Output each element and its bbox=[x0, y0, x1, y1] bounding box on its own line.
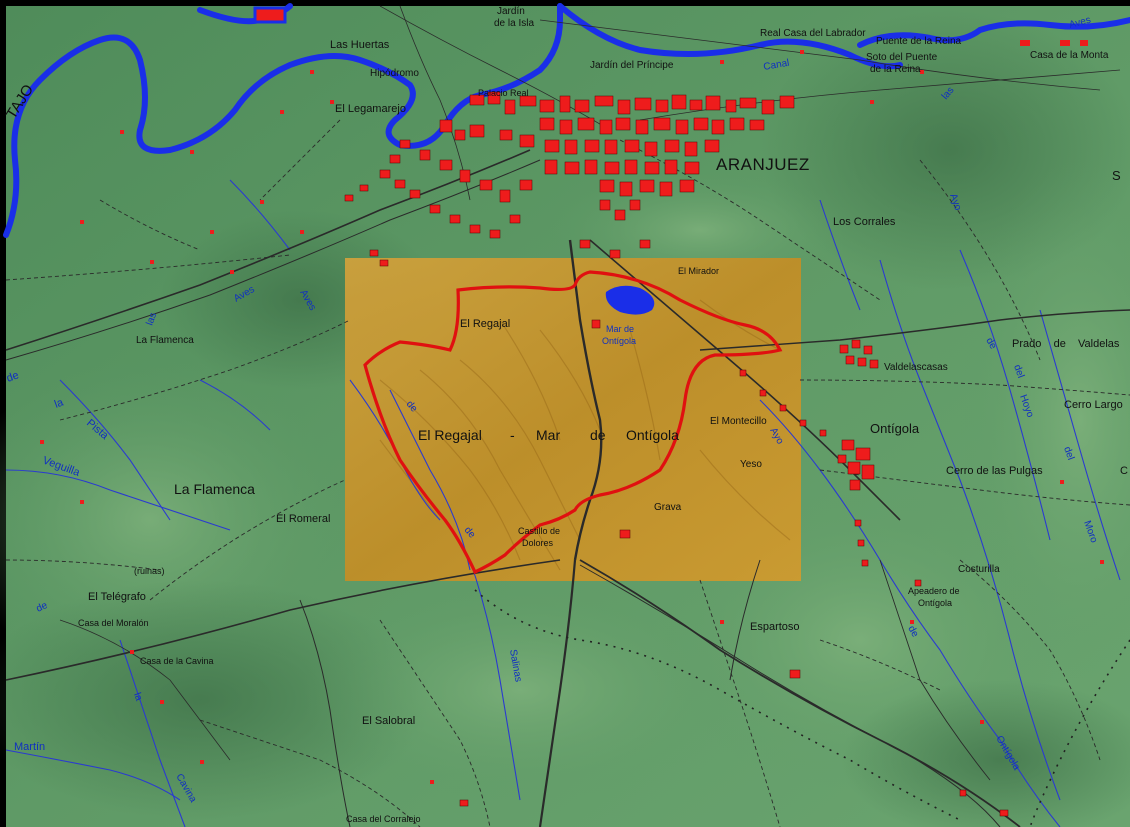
label-jardin-principe: Jardín del Príncipe bbox=[590, 60, 674, 71]
label-grava: Grava bbox=[654, 502, 682, 513]
label-castillo-1: Castillo de bbox=[518, 526, 560, 536]
label-jardin-isla-2: de la Isla bbox=[494, 18, 534, 29]
tajo-island-marker bbox=[253, 6, 287, 24]
label-de-pista: de bbox=[5, 369, 21, 384]
label-jardin-isla-1: Jardín bbox=[497, 6, 525, 17]
dashed-paths bbox=[5, 119, 1130, 827]
aranjuez-urban bbox=[344, 91, 795, 267]
label-del-moro: del bbox=[1061, 445, 1076, 461]
label-casa-corralejo: Casa del Corralejo bbox=[346, 814, 421, 824]
label-ontigola: Ontígola bbox=[870, 421, 920, 436]
label-cerro-pulgas: Cerro de las Pulgas bbox=[946, 465, 1043, 477]
top-frame bbox=[0, 0, 1130, 6]
label-prado-valdelas: Prado de Valdelas bbox=[1012, 338, 1120, 350]
hillshade bbox=[0, 10, 1130, 827]
label-area-title-4: Ontígola bbox=[626, 427, 679, 443]
label-el-telegrafo: El Telégrafo bbox=[88, 591, 146, 603]
label-la-flamenca-small: La Flamenca bbox=[136, 335, 194, 346]
label-de-cavina: de bbox=[35, 600, 50, 615]
mar-de-ontigola-lake bbox=[605, 285, 655, 315]
map-labels: TAJO Las Huertas Jardín de la Isla Jardí… bbox=[3, 6, 1128, 824]
scattered-buildings bbox=[40, 40, 1104, 784]
label-puente-reina: Puente de la Reina bbox=[876, 36, 962, 47]
label-soto-puente-2: de la Reina bbox=[870, 64, 921, 75]
label-martin: Martín bbox=[14, 741, 45, 753]
label-area-title-dash: - bbox=[510, 427, 515, 443]
label-legamarejo: El Legamarejo bbox=[335, 103, 406, 115]
label-yeso: Yeso bbox=[740, 459, 762, 470]
label-el-regajal: El Regajal bbox=[460, 318, 510, 330]
label-del-hoyo: del bbox=[1011, 363, 1026, 379]
roads bbox=[5, 5, 1130, 827]
label-ruinas: (ruinas) bbox=[134, 566, 165, 576]
label-apeadero-2: Ontígola bbox=[918, 598, 952, 608]
label-canal: Canal bbox=[763, 58, 791, 73]
ontigola-urban bbox=[459, 319, 1009, 817]
label-hipodromo: Hipódromo bbox=[370, 68, 419, 79]
label-la-flamenca-big: La Flamenca bbox=[174, 481, 255, 497]
label-casa-moraleon: Casa del Moralón bbox=[78, 618, 149, 628]
label-la-stream: la bbox=[131, 691, 144, 702]
label-mar-ontigola: Ontígola bbox=[602, 336, 636, 346]
label-costurilla: Costurilla bbox=[958, 564, 1000, 575]
label-castillo-2: Dolores bbox=[522, 538, 554, 548]
label-las-huertas: Las Huertas bbox=[330, 39, 390, 51]
label-real-casa: Real Casa del Labrador bbox=[760, 28, 866, 39]
label-casa-cavina: Casa de la Cavina bbox=[140, 656, 214, 666]
label-el-montecillo: El Montecillo bbox=[710, 416, 767, 427]
railway-line bbox=[474, 589, 961, 821]
label-area-title-2: Mar bbox=[536, 427, 560, 443]
label-el-romeral: El Romeral bbox=[276, 513, 330, 525]
label-cerro-largo: Cerro Largo bbox=[1064, 399, 1123, 411]
label-los-corrales: Los Corrales bbox=[833, 216, 896, 228]
label-mar-de: Mar de bbox=[606, 324, 634, 334]
label-arroyo-de: de bbox=[983, 336, 998, 352]
label-espartoso: Espartoso bbox=[750, 621, 800, 633]
label-apeadero-1: Apeadero de bbox=[908, 586, 960, 596]
study-area-boundary bbox=[363, 270, 783, 575]
label-s-edge: S bbox=[1112, 168, 1121, 183]
label-las-pista: las bbox=[144, 311, 159, 327]
label-soto-puente-1: Soto del Puente bbox=[866, 52, 938, 63]
label-c-edge: C bbox=[1120, 465, 1128, 477]
study-area-highlight bbox=[345, 258, 801, 581]
label-palacio-real: Palacio Real bbox=[478, 88, 529, 98]
label-casa-monta: Casa de la Monta bbox=[1030, 50, 1109, 61]
label-valdelascasas: Valdelascasas bbox=[884, 362, 948, 373]
label-el-salobral: El Salobral bbox=[362, 715, 415, 727]
label-area-title-3: de bbox=[590, 427, 606, 443]
label-aranjuez: ARANJUEZ bbox=[716, 155, 810, 174]
label-el-mirador: El Mirador bbox=[678, 266, 719, 276]
label-de-ontigola-2: de bbox=[905, 624, 920, 640]
label-area-title-1: El Regajal bbox=[418, 427, 482, 443]
